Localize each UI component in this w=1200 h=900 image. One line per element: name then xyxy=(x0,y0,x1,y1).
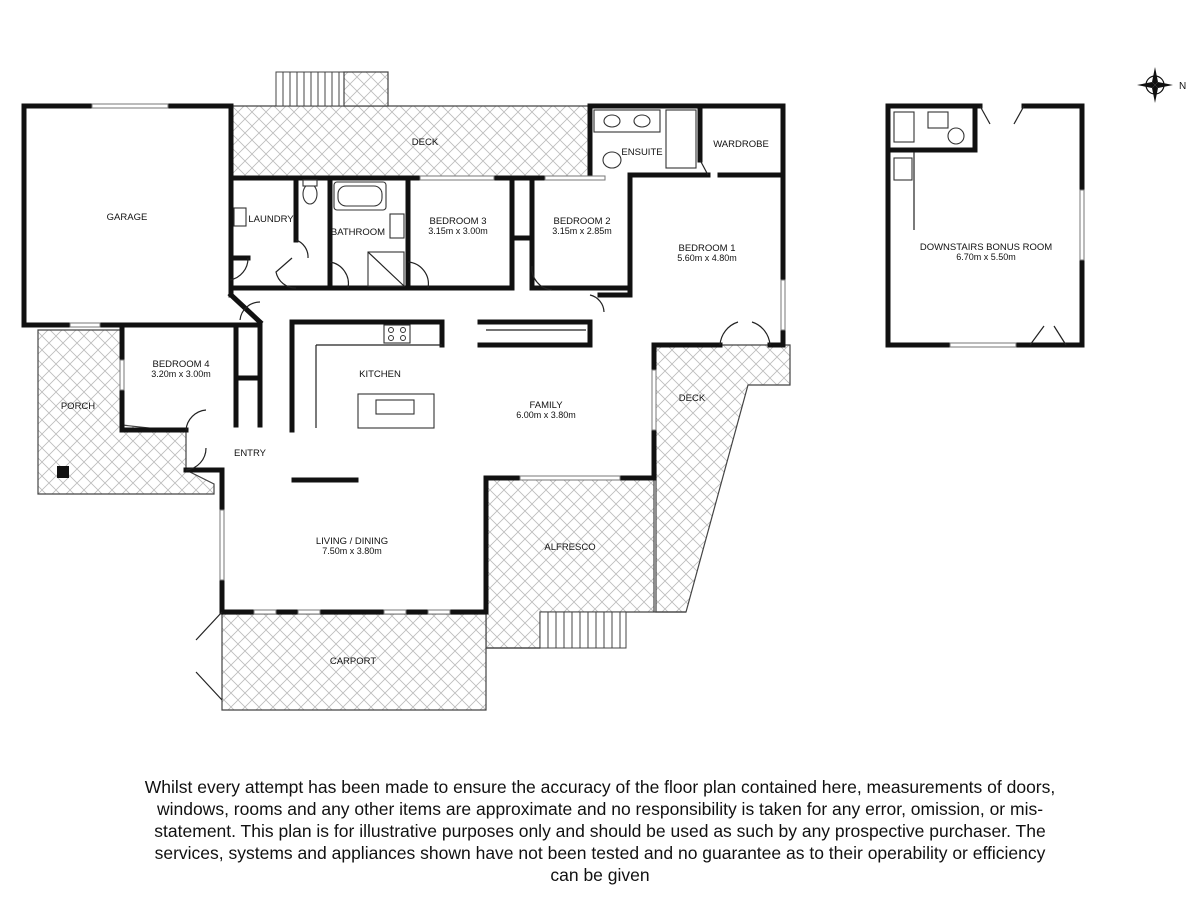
carport-area xyxy=(221,613,540,711)
label-kitchen: KITCHEN xyxy=(359,369,401,380)
size-bedroom-4: 3.20m x 3.00m xyxy=(151,369,211,379)
compass-icon: N xyxy=(1137,67,1186,103)
label-garage: GARAGE xyxy=(107,212,148,223)
size-living-dining: 7.50m x 3.80m xyxy=(322,546,382,556)
windows xyxy=(69,103,786,615)
label-bonus-room: DOWNSTAIRS BONUS ROOM xyxy=(920,242,1052,253)
door-swings xyxy=(185,159,771,701)
house-walls xyxy=(21,103,786,615)
label-carport: CARPORT xyxy=(330,656,376,667)
compass-north-label: N xyxy=(1179,81,1186,92)
size-family: 6.00m x 3.80m xyxy=(516,410,576,420)
size-bedroom-2: 3.15m x 2.85m xyxy=(552,226,612,236)
size-bedroom-1: 5.60m x 4.80m xyxy=(677,253,737,263)
alfresco-stairs xyxy=(539,611,627,649)
label-wardrobe: WARDROBE xyxy=(713,139,769,150)
label-bedroom-1: BEDROOM 1 xyxy=(678,243,735,254)
label-ensuite: ENSUITE xyxy=(621,147,662,158)
fixtures xyxy=(233,109,697,429)
bonus-room-walls xyxy=(885,103,1085,348)
floor-plan: N DECK ENSUITE WARDROBE GARAGE LAUNDRY B… xyxy=(21,67,1186,711)
label-bedroom-4: BEDROOM 4 xyxy=(152,359,209,370)
size-bonus-room: 6.70m x 5.50m xyxy=(956,252,1016,262)
disclaimer-text: Whilst every attempt has been made to en… xyxy=(144,777,1056,885)
porch-post xyxy=(57,466,69,478)
label-deck-top: DECK xyxy=(412,137,439,148)
label-deck-right: DECK xyxy=(679,393,706,404)
label-bedroom-3: BEDROOM 3 xyxy=(429,216,486,227)
label-living-dining: LIVING / DINING xyxy=(316,536,388,547)
label-family: FAMILY xyxy=(529,400,563,411)
label-alfresco: ALFRESCO xyxy=(544,542,595,553)
deck-right-area xyxy=(653,344,791,613)
label-porch: PORCH xyxy=(61,401,95,412)
deck-top-area xyxy=(230,71,591,179)
label-entry: ENTRY xyxy=(234,448,267,459)
label-laundry: LAUNDRY xyxy=(248,214,294,225)
room-labels: DECK ENSUITE WARDROBE GARAGE LAUNDRY BAT… xyxy=(61,137,1052,667)
label-bedroom-2: BEDROOM 2 xyxy=(553,216,610,227)
size-bedroom-3: 3.15m x 3.00m xyxy=(428,226,488,236)
label-bathroom: BATHROOM xyxy=(331,227,385,238)
